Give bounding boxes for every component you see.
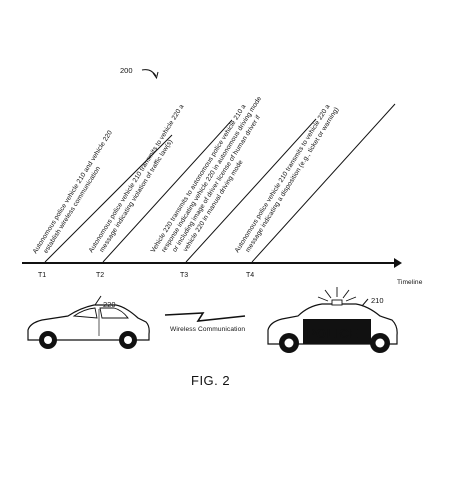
siren-rays-icon <box>317 287 357 302</box>
tick-label-t4: T4 <box>246 272 254 279</box>
figure-ref-numeral: 200 <box>120 66 133 75</box>
tick-label-t3: T3 <box>180 272 188 279</box>
civilian-car-hub-front <box>44 336 52 344</box>
police-car-hub-rear <box>375 338 385 348</box>
police-ref-numeral: 210 <box>371 296 384 305</box>
tick-label-t2: T2 <box>96 272 104 279</box>
police-car-hub-front <box>284 338 294 348</box>
wireless-link-label: Wireless Communication <box>170 326 245 333</box>
timeline: T1 T2 T3 T4 Timeline <box>22 258 423 286</box>
event-line-t2 <box>102 119 233 263</box>
police-door-panel <box>303 319 371 344</box>
police-car-icon: POLICE 210 <box>267 287 398 353</box>
civilian-car-window-front <box>72 307 98 319</box>
figure-caption: FIG. 2 <box>191 373 230 388</box>
police-door-text: POLICE <box>307 326 358 341</box>
event-t4: Autonomous police vehicle 210 transmits … <box>234 103 396 263</box>
lightning-bolt-icon <box>164 312 246 322</box>
timeline-label: Timeline <box>397 279 423 286</box>
event-t2-text-1: Autonomous police vehicle 210 transmits … <box>88 103 186 254</box>
police-ref-leader <box>361 298 369 307</box>
siren-light-icon <box>331 299 343 306</box>
civilian-ref-leader <box>94 295 102 306</box>
event-line-t3 <box>185 118 317 263</box>
event-line-t1 <box>44 134 173 263</box>
civilian-ref-numeral: 220 <box>103 300 116 309</box>
figure-ref-arrowhead <box>152 71 159 80</box>
event-line-t4 <box>251 103 396 263</box>
figure-ref-arrow <box>141 69 157 77</box>
civilian-car-window-rear <box>99 307 129 319</box>
tick-label-t1: T1 <box>38 272 46 279</box>
timeline-arrowhead <box>394 258 402 268</box>
civilian-car-hub-rear <box>124 336 132 344</box>
civilian-car-icon: 220 <box>27 295 150 349</box>
wireless-link: Wireless Communication <box>164 312 246 333</box>
